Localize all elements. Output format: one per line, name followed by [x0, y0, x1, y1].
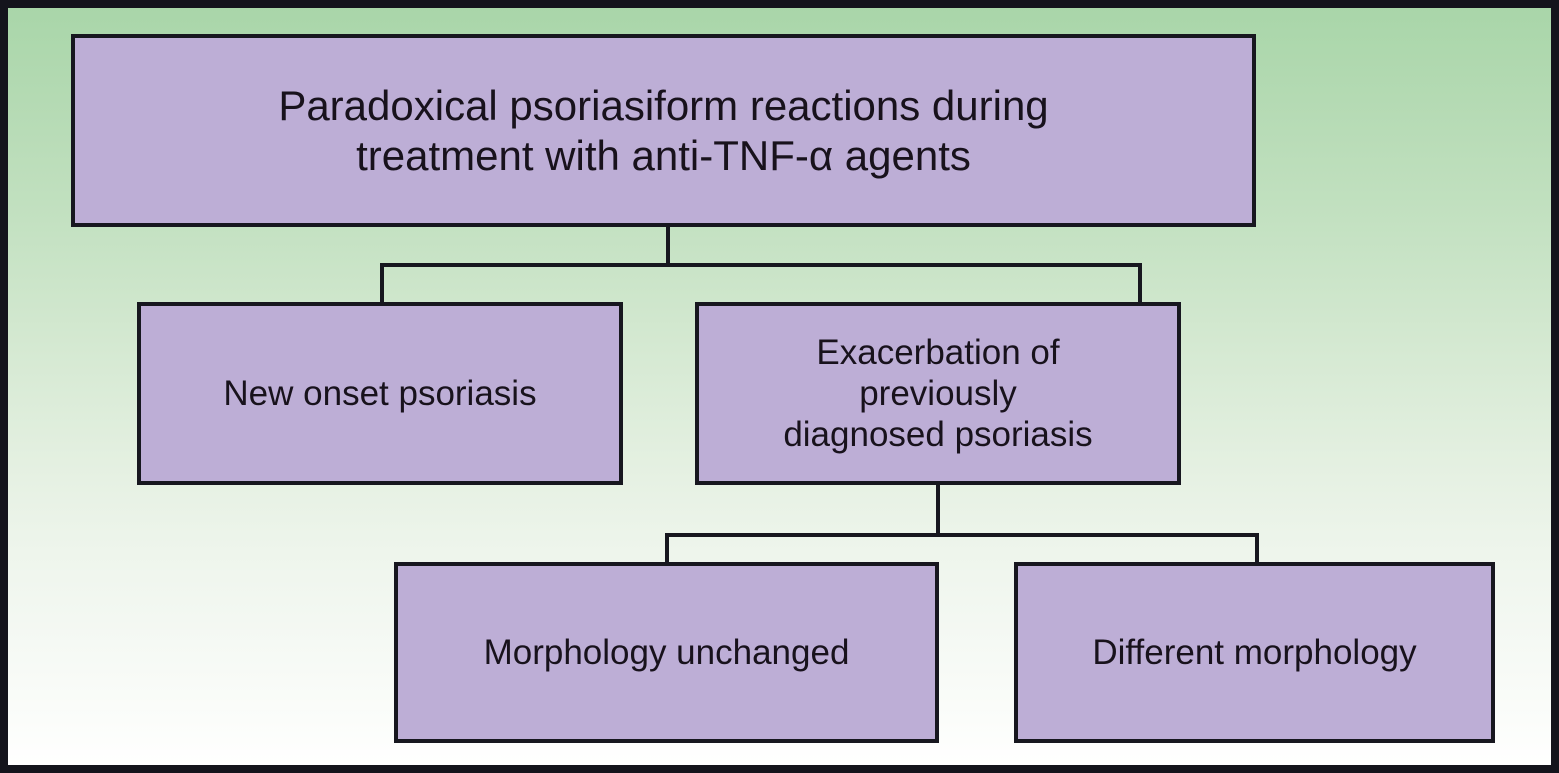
node-different-morphology: Different morphology — [1014, 562, 1495, 743]
connector-exacerbation-stem — [936, 485, 940, 537]
connector-to-exacerbation — [1138, 263, 1142, 304]
node-new-onset-psoriasis: New onset psoriasis — [137, 302, 623, 485]
connector-to-new-onset — [380, 263, 384, 304]
connector-to-different-morphology — [1255, 533, 1259, 564]
connector-level1-bar — [380, 263, 1142, 267]
connector-root-stem — [666, 227, 670, 265]
node-morphology-unchanged: Morphology unchanged — [394, 562, 939, 743]
node-exacerbation-previously-diagnosed: Exacerbation of previously diagnosed pso… — [695, 302, 1181, 485]
connector-level2-bar — [665, 533, 1259, 537]
connector-to-morphology-unchanged — [665, 533, 669, 564]
node-root-paradoxical-reactions: Paradoxical psoriasiform reactions durin… — [71, 34, 1256, 227]
